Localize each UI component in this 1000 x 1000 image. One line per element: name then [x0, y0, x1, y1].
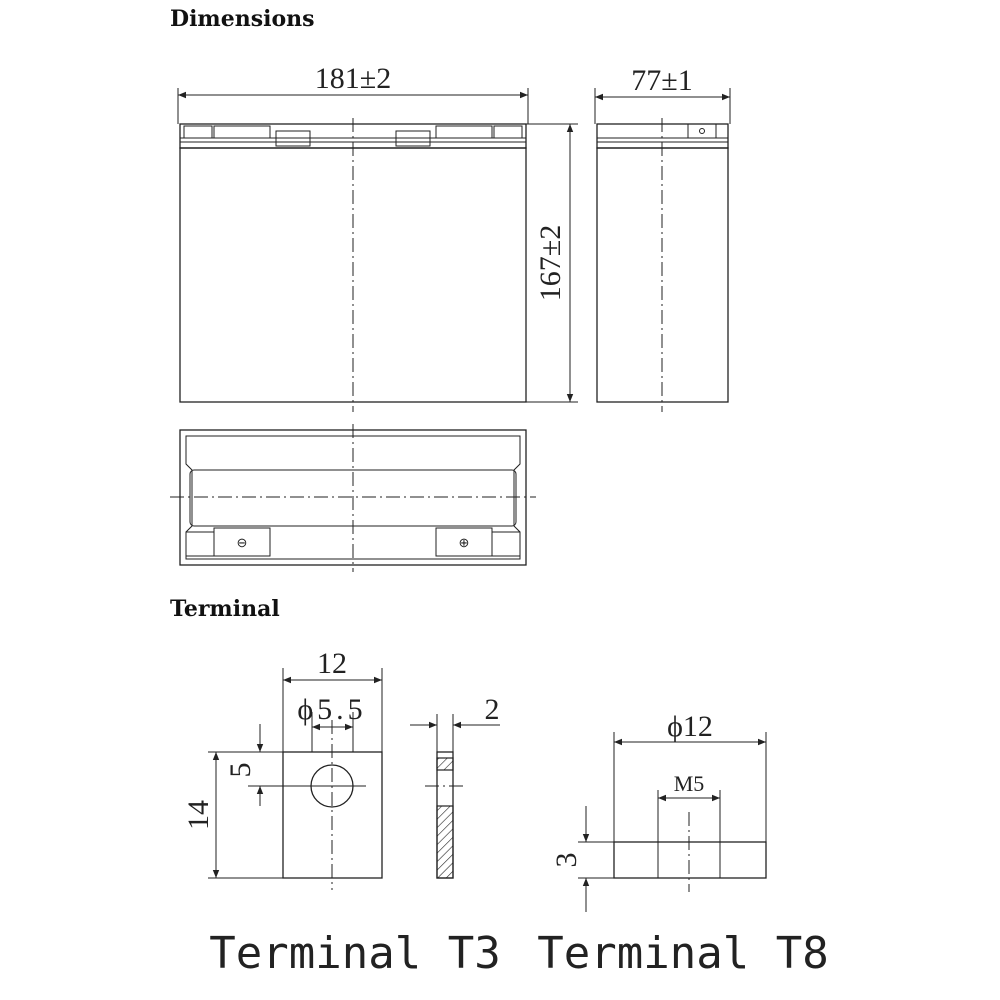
t8-caption: Terminal T8	[537, 928, 828, 979]
t3-height-label: 14	[182, 800, 215, 830]
width-dimension-label: 77±1	[631, 64, 692, 97]
negative-terminal-icon: ⊖	[237, 535, 248, 550]
terminal-heading: Terminal	[170, 596, 280, 622]
t8-height-label: 3	[550, 853, 583, 868]
t8-body	[613, 841, 767, 879]
terminal-t3-drawing: 12 ϕ5.5 5 14 2 Terminal T3	[182, 647, 501, 979]
length-dimension-label: 181±2	[315, 62, 391, 95]
t3-width-label: 12	[317, 647, 347, 680]
terminal-t8-drawing: ϕ12 M5 3 Terminal T8	[537, 710, 828, 979]
side-view: 77±1	[594, 64, 731, 412]
t3-hole-diameter-label: ϕ5.5	[297, 693, 366, 726]
t3-thickness-label: 2	[485, 693, 500, 726]
dimensions-heading: Dimensions	[170, 6, 315, 32]
t3-caption: Terminal T3	[209, 928, 500, 979]
t3-hole-offset-label: 5	[224, 763, 257, 778]
t8-diameter-label: ϕ12	[667, 710, 713, 743]
height-dimension-label: 167±2	[534, 225, 567, 301]
t8-thread-label: M5	[674, 771, 705, 796]
positive-terminal-icon: ⊕	[459, 535, 470, 550]
front-view: 181±2 167±2	[177, 62, 578, 412]
top-view: ⊖ ⊕	[170, 424, 536, 572]
